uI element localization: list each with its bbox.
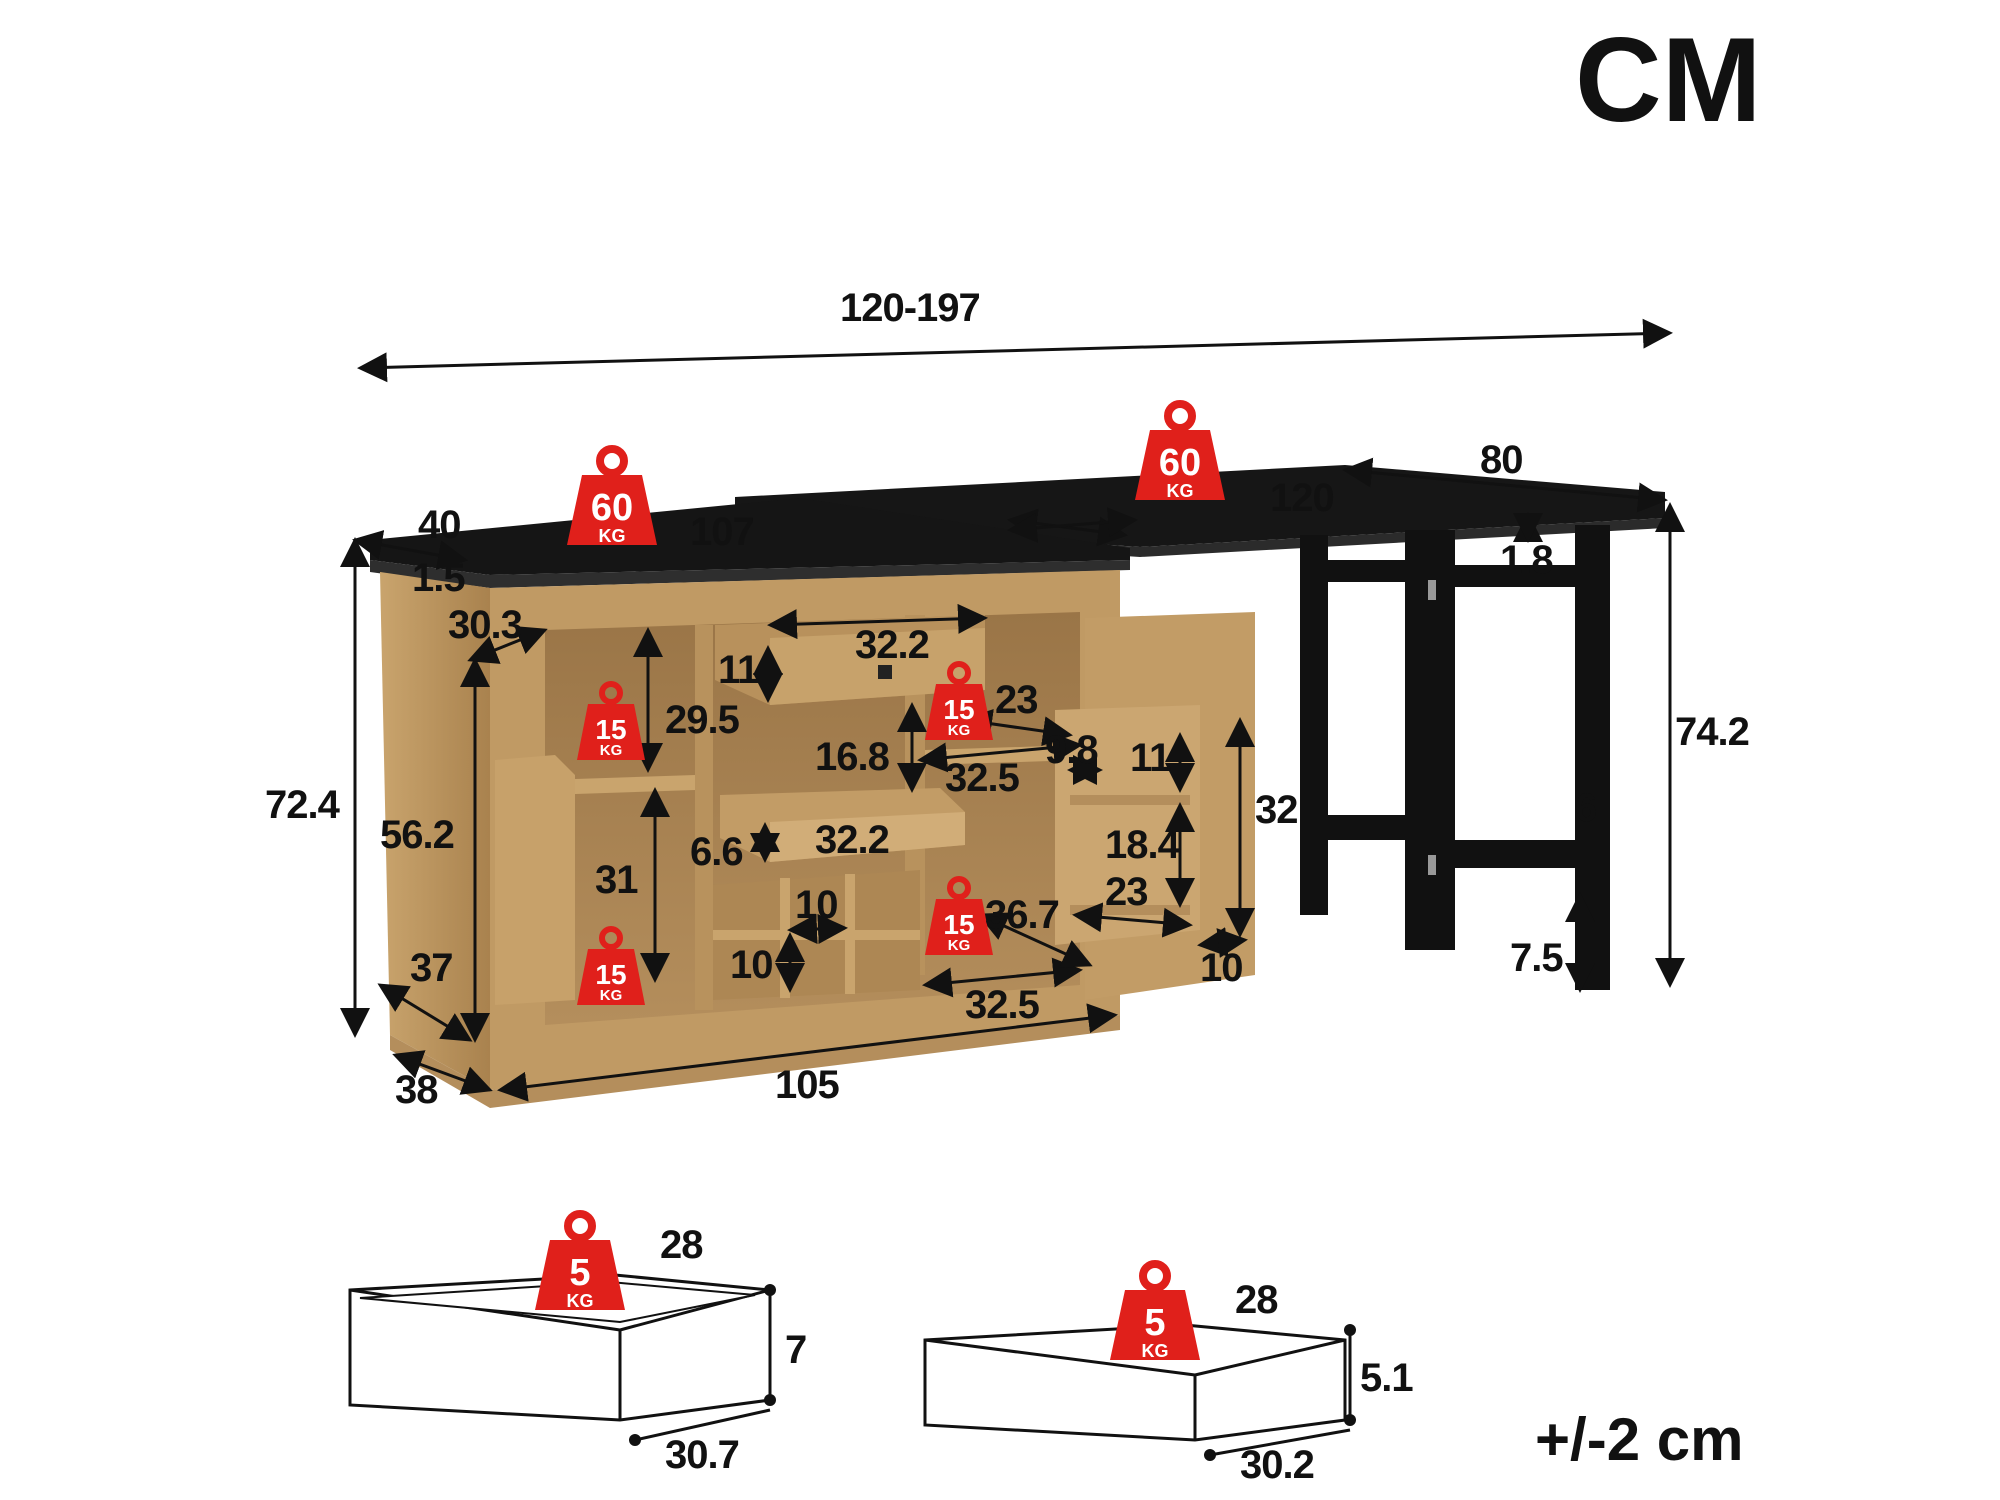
tolerance-label: +/-2 cm: [1535, 1406, 1744, 1473]
weight-badge-shelf-left-lower: 15 KG: [577, 925, 645, 1005]
cabinet: [370, 498, 1255, 1108]
dim-bottom-shelf-width: 32.5: [965, 983, 1040, 1027]
weight-badge-shelf-center: 15 KG: [925, 660, 993, 740]
weight-value: 15: [595, 714, 627, 745]
weight-badge-top-right: 60 KG: [1135, 400, 1225, 500]
dim-door-shelf-depth: 23: [995, 678, 1038, 722]
dim-ext-thickness: 1.8: [1500, 538, 1554, 582]
weight-value: 5: [1144, 1302, 1166, 1344]
dim-top-thickness: 1.5: [412, 556, 466, 600]
dim-door-shelf-height: 11: [1130, 736, 1171, 780]
weight-badge-drawer-1: 5 KG: [535, 1210, 625, 1310]
dim-drawer1-width: 30.7: [665, 1433, 740, 1477]
weight-value: 15: [943, 694, 975, 725]
dim-leg-clearance: 7.5: [1510, 936, 1564, 980]
dim-cubby-height: 10: [730, 943, 773, 987]
dim-cabinet-top-width: 107: [690, 510, 755, 554]
weight-badge-drawer-2: 5 KG: [1110, 1260, 1200, 1360]
dim-shelf-gap: 16.8: [815, 735, 890, 779]
dim-bottom-width: 105: [775, 1063, 840, 1107]
dim-cubby-width: 10: [795, 883, 838, 927]
dim-drawer2-width: 30.2: [1240, 1443, 1315, 1487]
dim-leg-width: 6: [1575, 786, 1597, 830]
weight-badge-shelf-bottom: 15 KG: [925, 875, 993, 955]
drawer-2: [923, 1323, 1356, 1461]
dim-ext-length: 120: [1270, 476, 1335, 520]
dim-lower-compartment: 31: [595, 858, 638, 902]
dim-ext-depth: 80: [1480, 438, 1523, 482]
unit-label: CM: [1575, 13, 1762, 147]
dim-tray-height: 6.6: [690, 830, 744, 874]
dimension-lines: [340, 318, 1685, 1102]
dim-drawer2-depth: 28: [1235, 1278, 1278, 1322]
weight-unit: KG: [947, 722, 971, 739]
weight-unit: KG: [599, 742, 623, 759]
weight-value: 60: [590, 487, 634, 529]
weight-unit: KG: [566, 1291, 594, 1311]
dim-compartment-height: 29.5: [665, 698, 740, 742]
dim-height-total: 72.4: [265, 783, 340, 827]
dim-door-lower-width: 23: [1105, 870, 1148, 914]
dim-door-depth: 10: [1200, 946, 1243, 990]
dim-depth-top: 40: [418, 503, 461, 547]
dim-drawer1-depth: 28: [660, 1223, 703, 1267]
weight-value: 15: [943, 909, 975, 940]
weight-unit: KG: [1166, 481, 1194, 501]
dim-base-depth: 37: [410, 946, 453, 990]
weight-unit: KG: [1141, 1341, 1169, 1361]
weight-badge-shelf-left-upper: 15 KG: [577, 680, 645, 760]
weight-unit: KG: [598, 526, 626, 546]
dim-drawer-height: 11: [718, 648, 759, 692]
dim-bottom-depth: 38: [395, 1068, 438, 1112]
weight-unit: KG: [599, 987, 623, 1004]
dim-drawer1-height: 7: [785, 1328, 807, 1372]
dim-ext-height: 74.2: [1675, 710, 1750, 754]
dim-shelf-width: 32.5: [945, 756, 1020, 800]
dim-drawer2-height: 5.1: [1360, 1356, 1414, 1400]
dim-door-inner-height: 18.4: [1105, 823, 1180, 867]
dim-total-width: 120-197: [840, 286, 981, 330]
weight-value: 60: [1158, 442, 1202, 484]
dim-inner-depth: 30.3: [448, 603, 523, 647]
weight-value: 15: [595, 959, 627, 990]
dim-door-shelf-gap: 9.8: [1045, 728, 1099, 772]
dim-tray-width: 32.2: [815, 818, 890, 862]
weight-value: 5: [569, 1252, 591, 1294]
weight-badge-top-left: 60 KG: [567, 445, 657, 545]
dim-door-diagonal: 36.7: [985, 893, 1060, 937]
weight-unit: KG: [947, 937, 971, 954]
dim-inner-height: 56.2: [380, 813, 455, 857]
dim-door-height: 32: [1255, 788, 1298, 832]
dim-drawer-width-top: 32.2: [855, 623, 930, 667]
